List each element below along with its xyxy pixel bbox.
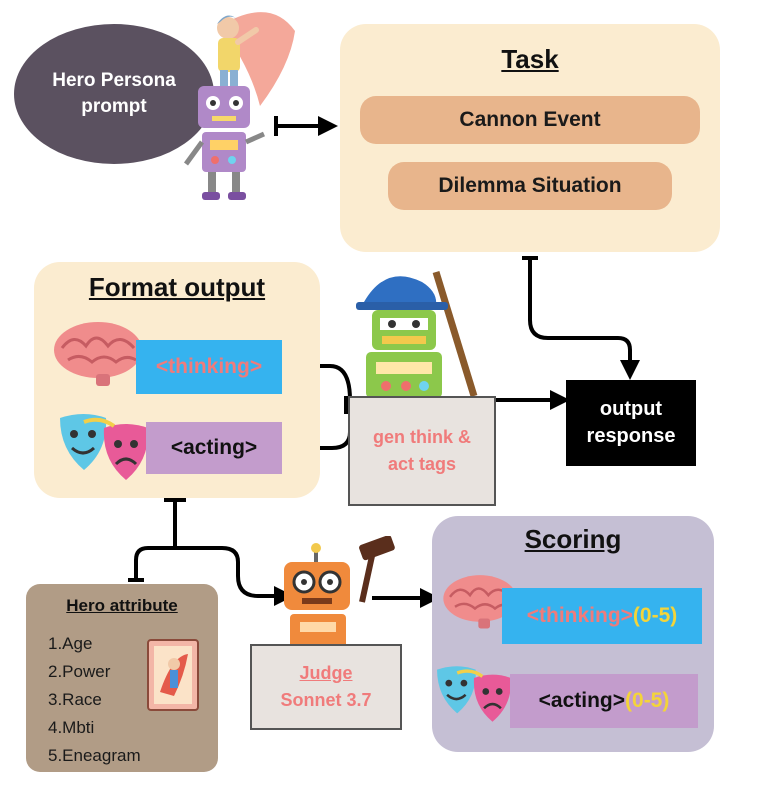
arrow-task-to-output (522, 256, 640, 380)
theater-masks-icon (60, 414, 149, 480)
scoring-thinking-tag: <thinking> (0-5) (502, 588, 702, 644)
arrow-persona-to-task (274, 116, 338, 136)
hero-attribute-item: 1.Age (48, 634, 93, 653)
superhero-illustration (217, 12, 295, 106)
arrow-format-to-attr-judge (128, 498, 294, 606)
hero-attribute-item: 3.Race (48, 690, 102, 709)
scoring-title: Scoring (524, 524, 622, 554)
hero-attribute-title: Hero attribute (66, 596, 178, 615)
hero-persona-ellipse: Hero Persona prompt (14, 24, 214, 164)
orange-judge-robot-icon (284, 536, 395, 650)
scoring-brain-icon (443, 575, 517, 629)
green-robot-blue-cap-icon (356, 270, 478, 398)
judge-line2: Sonnet 3.7 (280, 690, 372, 710)
scoring-acting-range: (0-5) (625, 689, 670, 712)
generator-box: gen think & act tags (348, 396, 496, 506)
format-thinking-tag: <thinking> (136, 340, 282, 394)
hero-attribute-item: 2.Power (48, 662, 111, 681)
scoring-acting-label: <acting> (538, 689, 626, 712)
task-panel: Task Cannon Event Dilemma Situation (340, 24, 720, 252)
task-item-dilemma-situation: Dilemma Situation (388, 162, 672, 210)
output-response-line1: output (599, 398, 663, 420)
hero-persona-line2: prompt (81, 96, 147, 117)
hero-persona-group: Hero Persona prompt (14, 12, 295, 200)
scoring-panel: Scoring <thinking> (0-5) <acting> (0-5) (432, 516, 714, 752)
scoring-thinking-range: (0-5) (632, 604, 678, 627)
hero-attribute-panel: Hero attribute 1.Age 2.Power 3.Race 4.Mb… (26, 584, 218, 772)
task-item-cannon-event: Cannon Event (360, 96, 700, 144)
generator-line2: act tags (387, 454, 457, 474)
hero-attribute-list: 1.Age 2.Power 3.Race 4.Mbti 5.Eneagram (48, 630, 168, 770)
format-output-title: Format output (88, 272, 266, 302)
scoring-theater-masks-icon (437, 666, 512, 722)
scoring-acting-tag: <acting> (0-5) (510, 674, 698, 728)
output-response-box: output response (566, 380, 696, 466)
task-title: Task (501, 44, 559, 74)
hero-attribute-item: 5.Eneagram (48, 746, 141, 765)
comic-book-icon (147, 639, 199, 711)
format-output-panel: Format output <thinking> <acting> (34, 262, 320, 498)
judge-box: Judge Sonnet 3.7 (250, 644, 402, 730)
scoring-thinking-label: <thinking> (526, 604, 633, 627)
format-acting-tag: <acting> (146, 422, 282, 474)
hero-attribute-item: 4.Mbti (48, 718, 95, 737)
output-response-line2: response (586, 425, 676, 447)
brain-icon (54, 322, 142, 386)
generator-line1: gen think & (373, 427, 471, 447)
purple-robot-icon (183, 86, 266, 200)
hero-persona-line1: Hero Persona (52, 70, 176, 91)
judge-line1: Judge (299, 663, 353, 683)
